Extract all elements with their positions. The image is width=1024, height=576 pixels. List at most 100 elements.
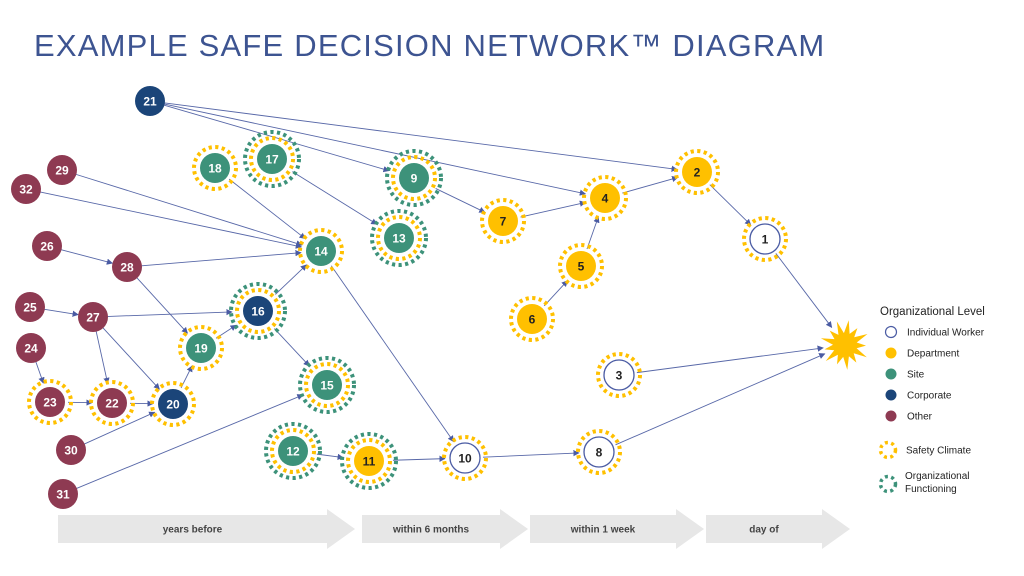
node-17[interactable]: 17 — [243, 130, 301, 188]
phase-label: day of — [749, 525, 779, 536]
node-circle-corporate — [243, 296, 273, 326]
node-label: 13 — [392, 232, 406, 246]
nodes: 1234567891011121314151617181920212223242… — [11, 86, 868, 509]
safety-climate-ring — [558, 243, 604, 289]
edge-1-to-event — [775, 253, 833, 328]
node-2[interactable]: 2 — [674, 149, 720, 195]
legend-label-line-2: Functioning — [905, 484, 957, 495]
edge-28-to-14 — [139, 249, 302, 267]
node-16[interactable]: 16 — [229, 282, 287, 340]
node-25[interactable]: 25 — [15, 292, 45, 322]
node-5[interactable]: 5 — [558, 243, 604, 289]
node-label: 19 — [194, 342, 208, 356]
node-label: 23 — [43, 396, 57, 410]
node-label: 20 — [166, 398, 180, 412]
safety-climate-ring — [192, 145, 238, 191]
node-32[interactable]: 32 — [11, 174, 41, 204]
node-circle-individual — [603, 359, 635, 391]
edge-18-to-14 — [228, 178, 306, 240]
node-18[interactable]: 18 — [192, 145, 238, 191]
node-circle-other — [78, 302, 108, 332]
node-21[interactable]: 21 — [135, 86, 165, 116]
timeline-phase: day of — [706, 509, 850, 549]
legend-label-line-1: Organizational — [905, 471, 969, 482]
node-label: 31 — [56, 488, 70, 502]
timeline-phase: within 6 months — [362, 509, 528, 549]
safety-climate-ring — [596, 352, 642, 398]
node-15[interactable]: 15 — [298, 356, 356, 414]
edge-7-to-4 — [520, 200, 587, 218]
node-10[interactable]: 10 — [442, 435, 488, 481]
node-24[interactable]: 24 — [16, 333, 46, 363]
node-31[interactable]: 31 — [48, 479, 78, 509]
legend-swatch-corporate — [885, 389, 897, 401]
phase-arrow-shape — [706, 509, 850, 549]
node-6[interactable]: 6 — [509, 296, 555, 342]
safety-climate-ring — [742, 216, 788, 262]
node-26[interactable]: 26 — [32, 231, 62, 261]
node-label: 3 — [616, 369, 623, 383]
node-label: 27 — [86, 311, 100, 325]
legend-title: Organizational Level — [880, 306, 985, 318]
node-label: 6 — [529, 313, 536, 327]
node-circle-other — [16, 333, 46, 363]
node-label: 7 — [500, 215, 507, 229]
node-28[interactable]: 28 — [112, 252, 142, 282]
node-circle-site — [384, 223, 414, 253]
safety-climate-ring — [376, 215, 422, 261]
edge-32-to-14 — [38, 191, 303, 249]
node-circle-corporate — [158, 389, 188, 419]
node-circle-other — [15, 292, 45, 322]
node-circle-department — [682, 157, 712, 187]
legend-swatch-department — [885, 347, 897, 359]
edge-16-to-14 — [275, 264, 307, 295]
edge-24-to-23 — [34, 360, 45, 384]
node-7[interactable]: 7 — [480, 198, 526, 244]
legend-item-department: Department — [885, 347, 959, 360]
legend-item-individual: Individual Worker — [884, 325, 985, 339]
node-1[interactable]: 1 — [742, 216, 788, 262]
node-circle-other — [47, 155, 77, 185]
safety-climate-ring — [235, 288, 281, 334]
legend-label: Department — [907, 349, 959, 360]
node-23[interactable]: 23 — [27, 379, 73, 425]
node-22[interactable]: 22 — [89, 380, 135, 426]
node-label: 30 — [64, 444, 78, 458]
node-12[interactable]: 12 — [264, 422, 322, 480]
node-3[interactable]: 3 — [596, 352, 642, 398]
node-label: 1 — [762, 233, 769, 247]
node-circle-department — [354, 446, 384, 476]
node-27[interactable]: 27 — [78, 302, 108, 332]
edge-27-to-22 — [95, 329, 110, 385]
edge-27-to-20 — [101, 326, 160, 390]
org-functioning-ring-icon — [878, 474, 898, 494]
edge-5-to-4 — [586, 216, 600, 250]
phase-label: within 6 months — [392, 525, 470, 536]
edge-17-to-13 — [292, 171, 378, 225]
node-11[interactable]: 11 — [340, 432, 398, 490]
edge-21-to-4 — [162, 103, 587, 196]
node-20[interactable]: 20 — [150, 381, 196, 427]
node-label: 26 — [40, 240, 54, 254]
node-19[interactable]: 19 — [178, 325, 224, 371]
node-14[interactable]: 14 — [298, 228, 344, 274]
edge-8-to-event — [615, 353, 826, 446]
org-functioning-ring — [385, 149, 443, 207]
node-9[interactable]: 9 — [385, 149, 443, 207]
node-circle-other — [112, 252, 142, 282]
node-label: 22 — [105, 397, 119, 411]
node-30[interactable]: 30 — [56, 435, 86, 465]
edge-14-to-10 — [330, 265, 454, 443]
legend-swatch-other — [885, 410, 897, 422]
org-functioning-ring — [229, 282, 287, 340]
safety-climate-ring — [304, 362, 350, 408]
node-13[interactable]: 13 — [370, 209, 428, 267]
node-8[interactable]: 8 — [576, 429, 622, 475]
legend-swatch-individual — [884, 325, 898, 339]
safety-climate-ring — [178, 325, 224, 371]
node-29[interactable]: 29 — [47, 155, 77, 185]
node-4[interactable]: 4 — [582, 175, 628, 221]
node-circle-other — [97, 388, 127, 418]
node-circle-other — [32, 231, 62, 261]
